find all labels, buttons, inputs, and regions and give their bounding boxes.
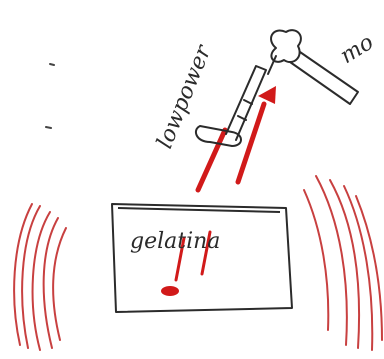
red-arrowhead [258, 86, 276, 104]
label-lowpower: lowpower [152, 41, 216, 153]
left-red-waves [14, 204, 66, 350]
red-laser-beams [198, 104, 264, 190]
laser-device-mo [268, 30, 358, 104]
pencil-dots [46, 64, 54, 128]
label-mo: mo [336, 30, 378, 69]
label-gelatina: gelatina [130, 229, 220, 254]
gelatina-box [112, 204, 292, 312]
red-dot [161, 286, 179, 296]
right-red-waves [304, 176, 382, 350]
